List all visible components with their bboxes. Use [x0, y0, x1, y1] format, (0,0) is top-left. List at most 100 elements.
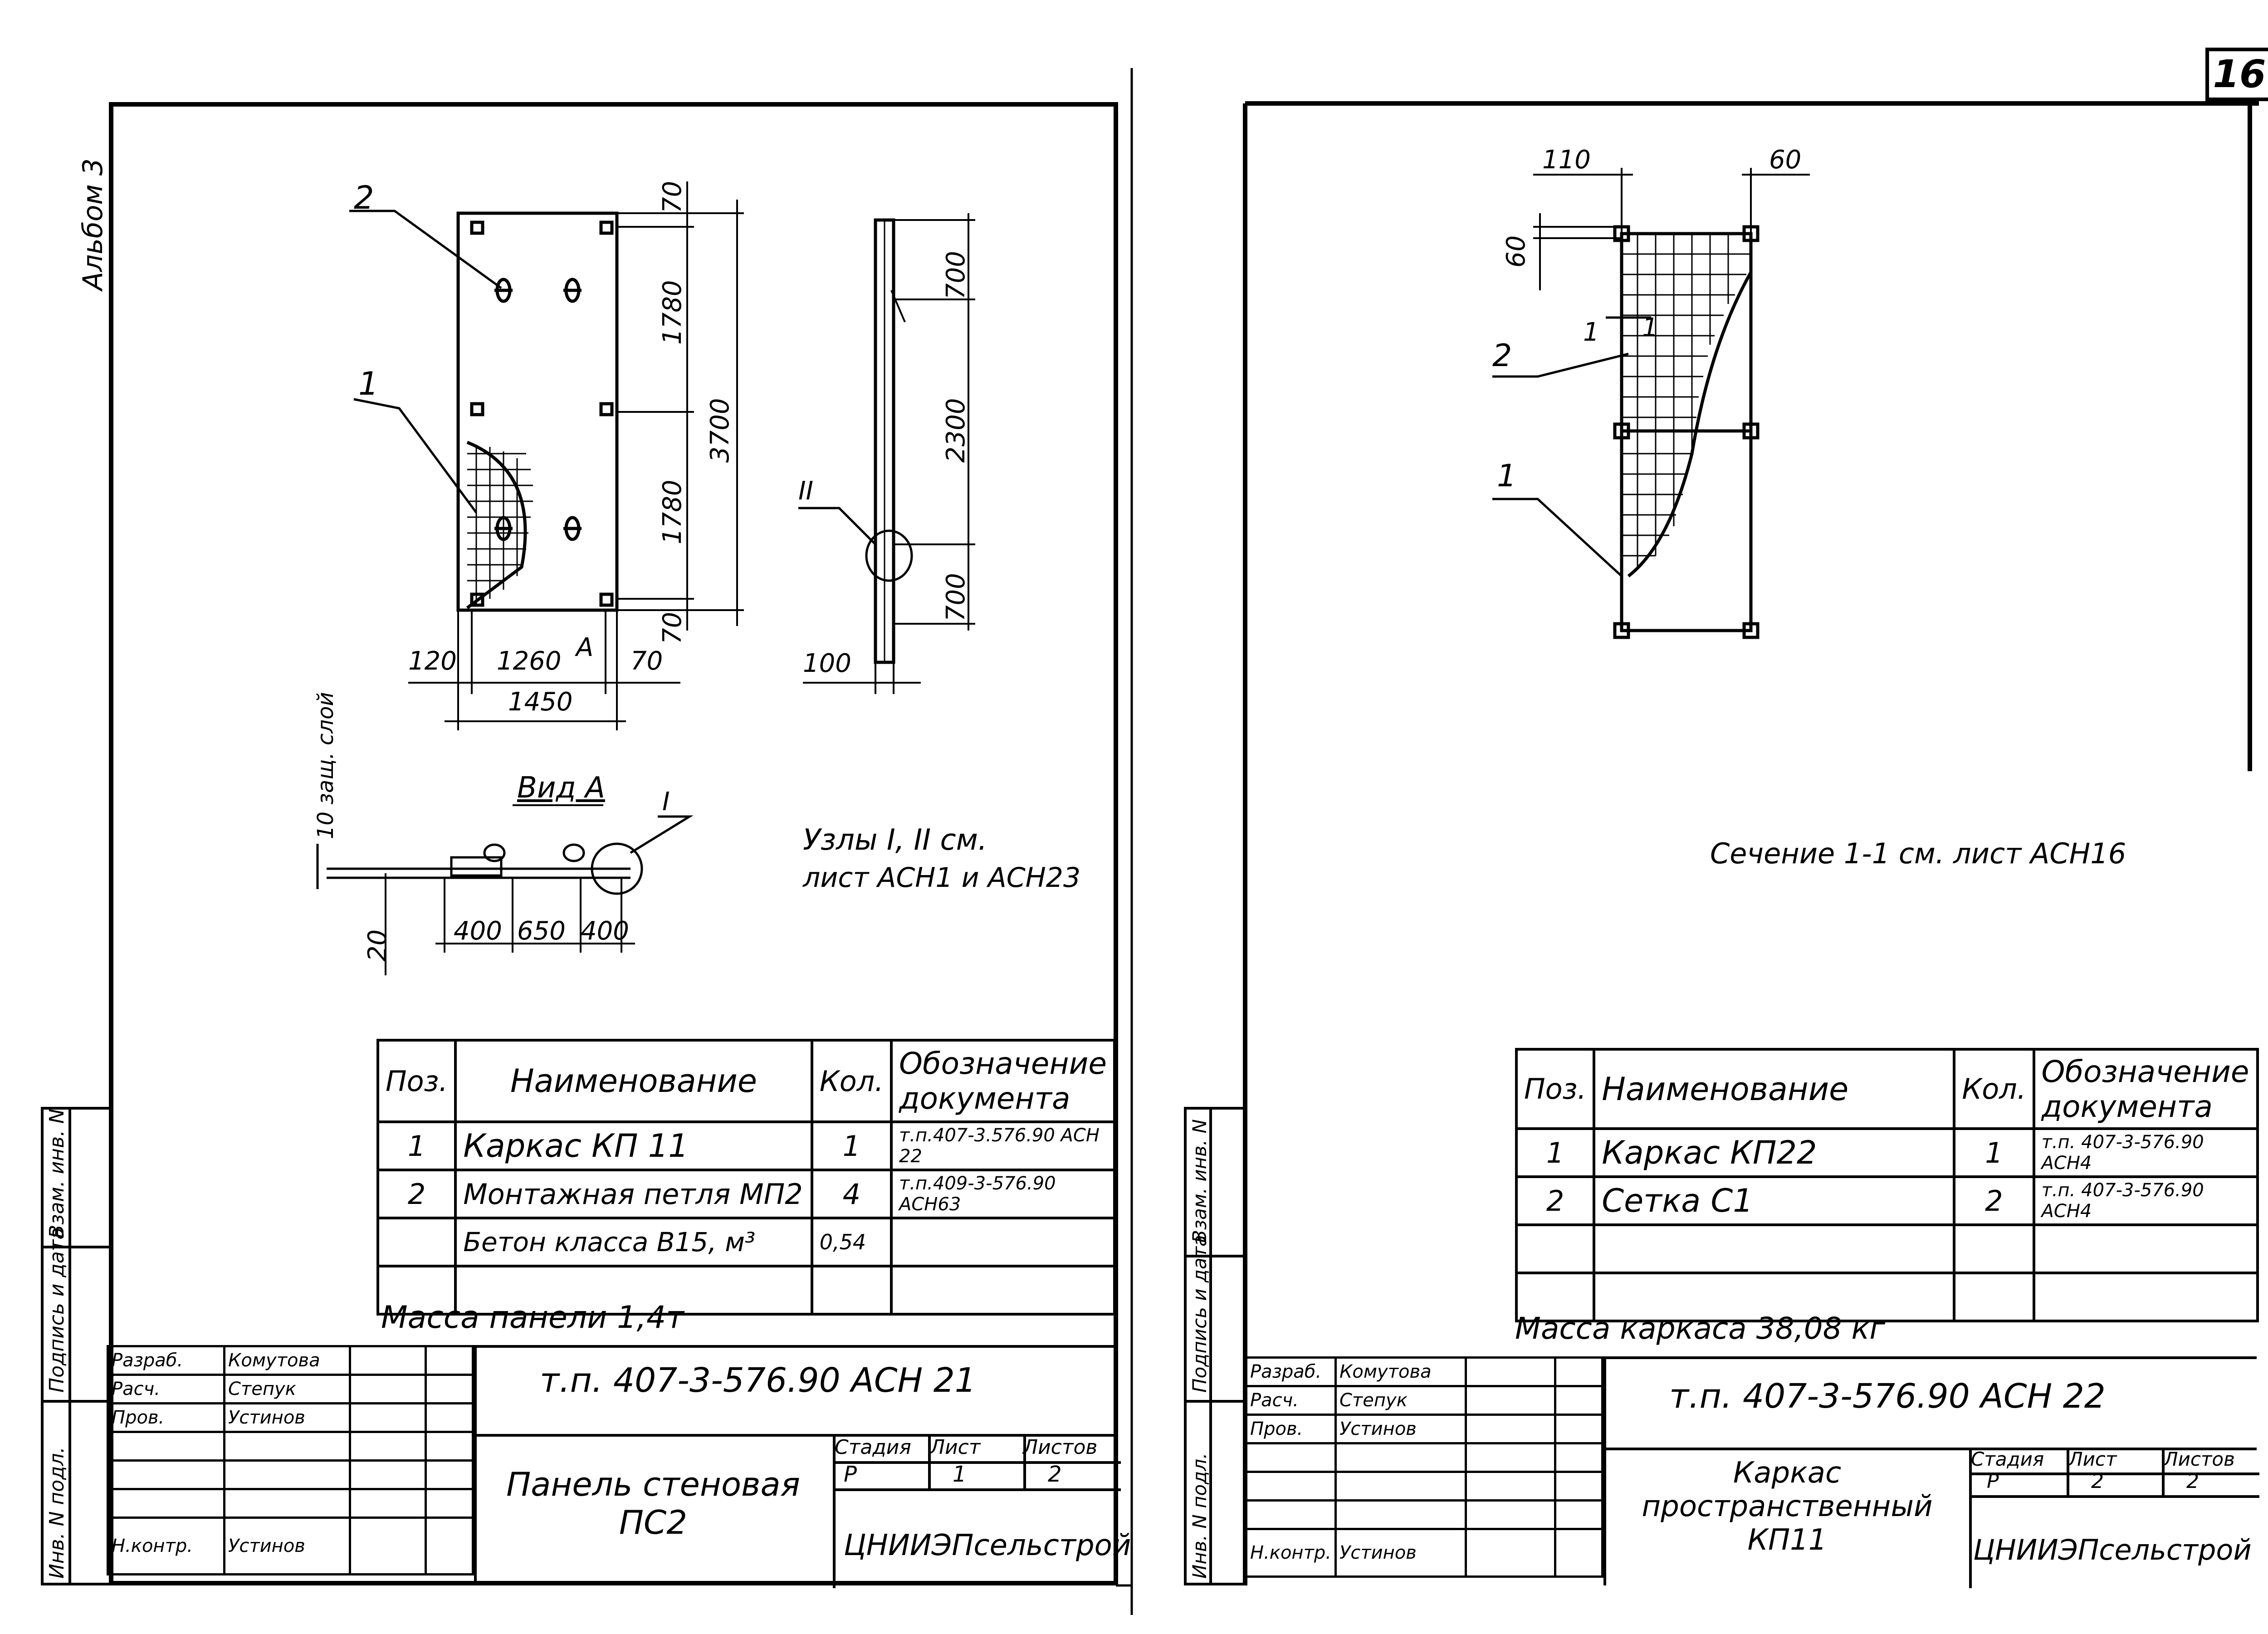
stamp-signature — [1465, 1414, 1556, 1444]
dim-100: 100 — [803, 649, 851, 678]
dim-1260: 1260 — [497, 646, 562, 676]
nodes-note-line1: Узлы I, II см. — [803, 823, 987, 857]
table-cell: Бетон класса В15, м³ — [454, 1217, 813, 1267]
stamp-role: Разраб. — [1245, 1356, 1337, 1387]
stamp-role: Н.контр. — [107, 1517, 225, 1575]
right-stamp-sheets-label: Листов — [2164, 1448, 2235, 1470]
right-stamp-sheet-label: Лист — [2068, 1448, 2117, 1470]
stamp-role — [1245, 1499, 1337, 1530]
left-callout-I: I — [662, 787, 670, 817]
table-row — [376, 1265, 1116, 1316]
left-stamp-stage-label: Стадия — [835, 1436, 911, 1459]
right-stamp-code: т.п. 407-3-576.90 АСН 22 — [1669, 1377, 2106, 1416]
protective-layer-label: 10 защ. слой — [313, 692, 338, 839]
spec-header-pos: Поз. — [1515, 1048, 1596, 1130]
left-stamp-org: ЦНИИЭПсельстрой — [844, 1529, 1131, 1562]
dim-60-right: 60 — [1769, 145, 1802, 175]
table-cell — [1593, 1272, 1956, 1322]
nodes-note-line2: лист АСН1 и АСН23 — [803, 862, 1081, 894]
table-cell: 1 — [810, 1120, 893, 1171]
dim-400-left: 400 — [454, 916, 502, 946]
stamp-date — [1554, 1414, 1603, 1444]
table-cell: 0,54 — [810, 1217, 893, 1267]
left-stamp-sheet-label: Лист — [930, 1436, 981, 1459]
stamp-name: Устинов — [1334, 1528, 1467, 1578]
table-cell — [890, 1217, 1116, 1267]
left-sheet-frame — [109, 102, 1118, 1585]
table-row: Поз. Наименование Кол. Обозначение докум… — [1515, 1048, 2259, 1130]
dim-650: 650 — [517, 916, 566, 946]
view-a-label: Вид А — [517, 771, 605, 805]
stamp-role: Расч. — [1245, 1385, 1337, 1416]
stamp-signature — [349, 1345, 427, 1376]
section-mark-left: 1 — [1583, 318, 1599, 347]
page-number: 16 — [2213, 52, 2266, 96]
right-stamp-title: Каркас пространственный КП11 — [1642, 1456, 1933, 1557]
left-stamp-sheets: 2 — [1048, 1462, 1062, 1487]
left-spec-table: Поз. Наименование Кол. Обозначение докум… — [376, 1039, 1116, 1316]
table-cell — [1953, 1272, 2035, 1322]
stamp-signature — [349, 1431, 427, 1462]
stamp-date — [425, 1517, 474, 1575]
stamp-name: Устинов — [1334, 1414, 1467, 1444]
page-number-box: 16 — [2205, 48, 2268, 101]
left-stamp-title: Панель стеновая ПС2 — [506, 1465, 800, 1541]
stamp-role — [107, 1488, 225, 1519]
spec-header-qty: Кол. — [810, 1039, 893, 1123]
right-callout-2: 2 — [1492, 338, 1512, 374]
stamp-date — [1554, 1471, 1603, 1502]
stamp-name — [223, 1431, 351, 1462]
stamp-date — [425, 1431, 474, 1462]
stamp-date — [1554, 1442, 1603, 1473]
dim-1780-bottom: 1780 — [658, 479, 687, 544]
right-side-stamp-2: Подпись и дата — [1188, 1235, 1211, 1393]
table-cell — [454, 1265, 813, 1316]
left-stamp-main — [474, 1345, 1121, 1588]
dim-20: 20 — [363, 929, 392, 962]
stamp-signature — [1465, 1499, 1556, 1530]
dim-70-top: 70 — [658, 181, 687, 213]
table-cell: 2 — [1515, 1175, 1596, 1226]
section-mark-right: 1 — [1642, 313, 1658, 342]
stamp-role: Н.контр. — [1245, 1528, 1337, 1578]
stamp-name — [223, 1459, 351, 1490]
stamp-name: Степук — [1334, 1385, 1467, 1416]
stamp-name — [1334, 1442, 1467, 1473]
stamp-date — [1554, 1528, 1603, 1578]
right-stamp-stage: Р — [1987, 1470, 1999, 1493]
table-cell — [2032, 1223, 2259, 1274]
left-stamp-code: т.п. 407-3-576.90 АСН 21 — [540, 1361, 976, 1400]
dim-400-right: 400 — [581, 916, 629, 946]
table-cell: 1 — [376, 1120, 457, 1171]
stamp-name: Устинов — [223, 1517, 351, 1575]
stamp-date — [425, 1345, 474, 1376]
dim-2300: 2300 — [941, 398, 971, 463]
left-mass-note: Масса панели 1,4т — [381, 1300, 684, 1336]
stamp-signature — [349, 1402, 427, 1433]
table-cell: 4 — [810, 1169, 893, 1219]
table-cell — [1515, 1223, 1596, 1274]
spec-header-doc: Обозначение документа — [890, 1039, 1116, 1123]
stamp-signature — [1465, 1471, 1556, 1502]
dim-110: 110 — [1542, 145, 1591, 175]
stamp-role — [1245, 1442, 1337, 1473]
table-cell: т.п. 407-3-576.90 АСН4 — [2032, 1175, 2259, 1226]
right-side-stamp-3: Инв. N подл. — [1188, 1453, 1211, 1579]
table-cell — [1515, 1272, 1596, 1322]
table-row: Поз. Наименование Кол. Обозначение докум… — [376, 1039, 1116, 1123]
stamp-name — [223, 1488, 351, 1519]
right-side-stamp — [1184, 1107, 1245, 1585]
spec-header-qty: Кол. — [1953, 1048, 2035, 1130]
stamp-role — [1245, 1471, 1337, 1502]
table-cell — [1953, 1223, 2035, 1274]
left-side-stamp — [41, 1107, 109, 1585]
stamp-name: Комутова — [1334, 1356, 1467, 1387]
table-cell — [2032, 1272, 2259, 1322]
spec-header-name: Наименование — [454, 1039, 813, 1123]
table-cell: 2 — [1953, 1175, 2035, 1226]
stamp-name: Устинов — [223, 1402, 351, 1433]
stamp-name — [1334, 1499, 1467, 1530]
spec-header-name: Наименование — [1593, 1048, 1956, 1130]
left-stamp-sheet: 1 — [953, 1462, 967, 1487]
